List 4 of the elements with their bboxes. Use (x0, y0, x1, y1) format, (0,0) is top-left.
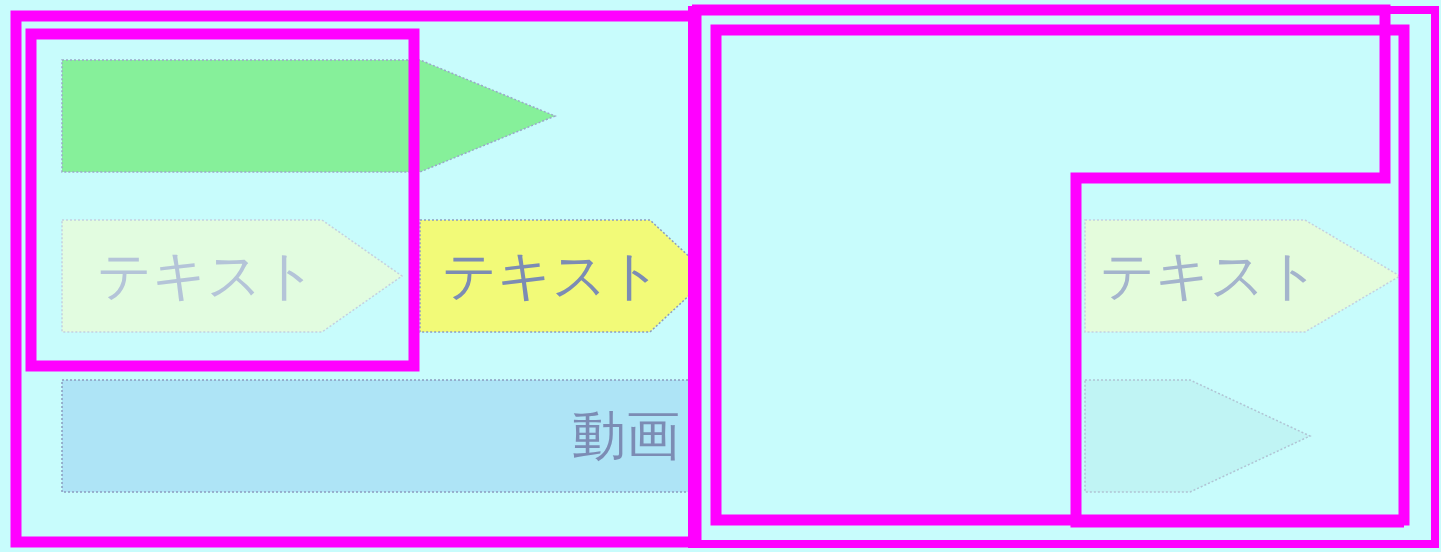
shape-label: テキスト (1100, 249, 1320, 303)
shape-label: テキスト (97, 249, 317, 303)
shape-label: テキスト (442, 249, 662, 303)
shape-label: 動画 (572, 409, 680, 463)
